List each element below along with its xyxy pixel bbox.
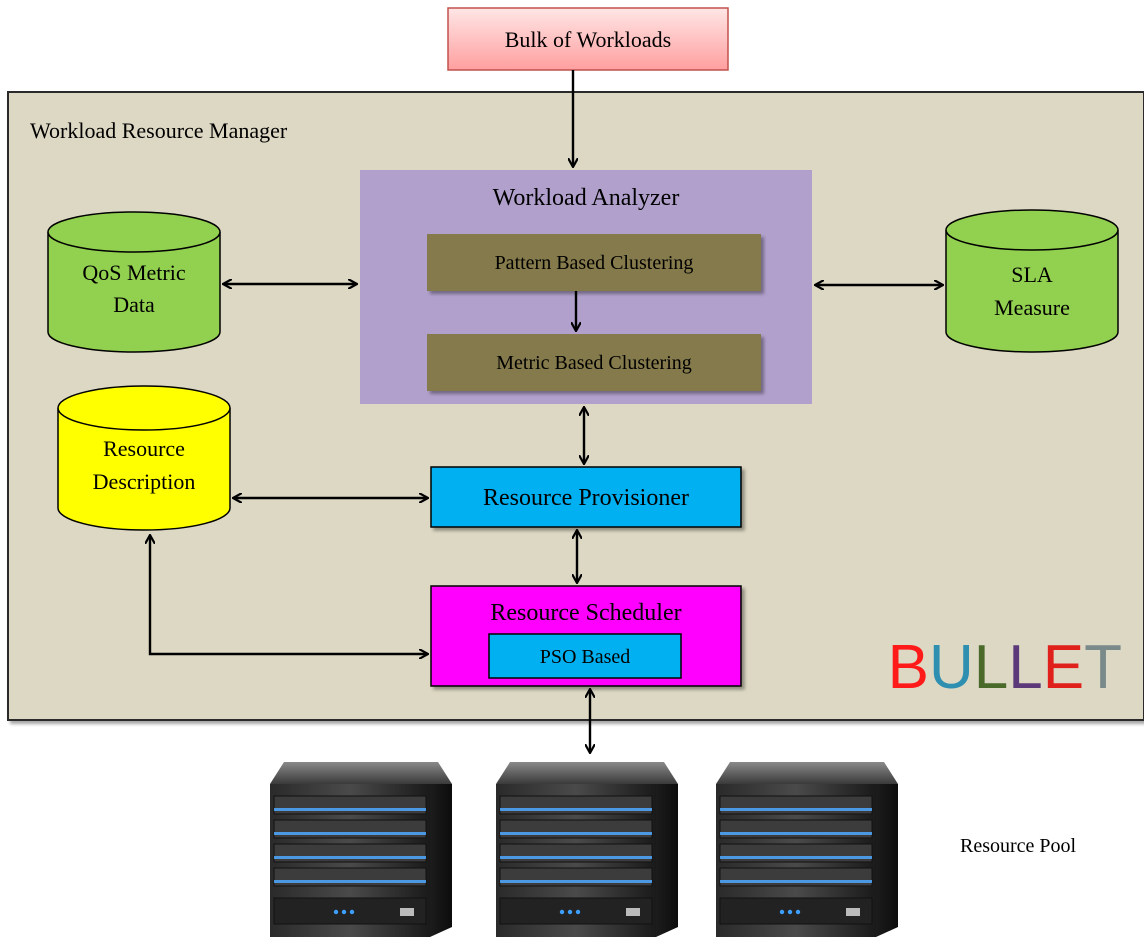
bullet-logo-letter: L xyxy=(1008,633,1042,702)
bulk-workloads-label: Bulk of Workloads xyxy=(505,27,671,52)
pso-based-box: PSO Based xyxy=(488,633,682,679)
bullet-logo-letter: U xyxy=(929,633,974,702)
qos-db-line1: QoS Metric xyxy=(82,260,186,285)
bullet-logo: BULLET xyxy=(888,633,1122,702)
resource-desc-line1: Resource xyxy=(103,436,185,461)
pso-based-label: PSO Based xyxy=(540,646,631,668)
manager-title: Workload Resource Manager xyxy=(30,118,288,143)
sla-measure-db: SLA Measure xyxy=(945,209,1119,353)
resource-scheduler-title: Resource Scheduler xyxy=(490,600,681,626)
bullet-logo-letter: B xyxy=(888,633,929,702)
bullet-logo-letter: E xyxy=(1043,633,1084,702)
arrow-resourcedesc-scheduler xyxy=(150,536,427,654)
resource-pool-servers xyxy=(270,762,898,937)
metric-clustering-label: Metric Based Clustering xyxy=(496,352,692,374)
workload-analyzer-box: Workload Analyzer Pattern Based Clusteri… xyxy=(360,170,812,404)
resource-description-db: Resource Description xyxy=(57,385,231,531)
resource-desc-line2: Description xyxy=(93,469,196,494)
metric-clustering-box: Metric Based Clustering xyxy=(427,334,761,391)
qos-metric-data-db: QoS Metric Data xyxy=(47,211,221,353)
bulk-workloads-box: Bulk of Workloads xyxy=(447,7,729,71)
pattern-clustering-label: Pattern Based Clustering xyxy=(495,252,694,274)
server-icon xyxy=(716,762,898,937)
connectors xyxy=(150,70,942,752)
resource-scheduler-box: Resource Scheduler PSO Based xyxy=(430,585,742,687)
sla-db-line1: SLA xyxy=(1011,262,1053,287)
resource-provisioner-label: Resource Provisioner xyxy=(483,485,689,511)
sla-db-line2: Measure xyxy=(994,295,1070,320)
bullet-logo-letter: T xyxy=(1084,633,1122,702)
server-icon xyxy=(270,762,452,937)
workload-analyzer-title: Workload Analyzer xyxy=(493,185,680,211)
pattern-clustering-box: Pattern Based Clustering xyxy=(427,234,761,291)
resource-provisioner-box: Resource Provisioner xyxy=(430,466,742,528)
qos-db-line2: Data xyxy=(113,292,155,317)
resource-pool-label: Resource Pool xyxy=(960,835,1077,857)
bullet-logo-letter: L xyxy=(974,633,1008,702)
server-icon xyxy=(496,762,678,937)
